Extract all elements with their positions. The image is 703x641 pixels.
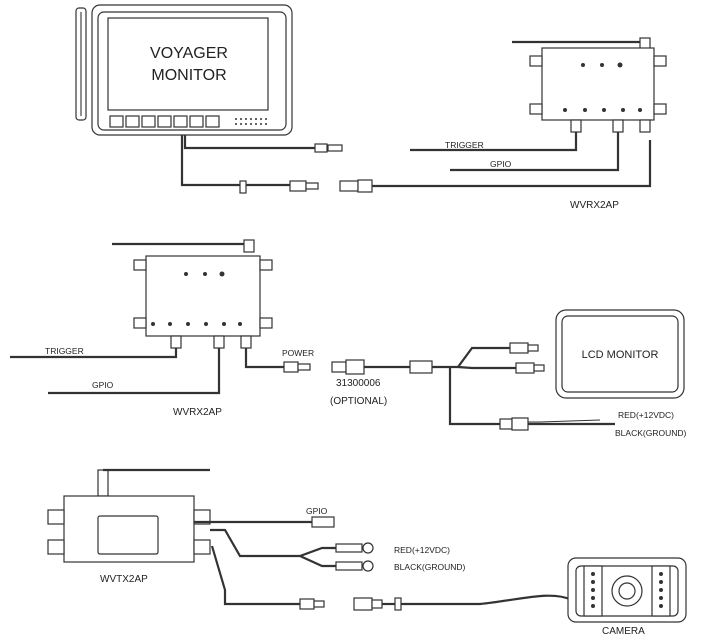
transmitter-label: WVTX2AP: [100, 574, 148, 585]
camera-label: CAMERA: [602, 626, 645, 637]
monitor-screen: [107, 17, 269, 111]
power-connector: [283, 361, 299, 373]
monitor-connector: [314, 143, 328, 153]
camera: [567, 557, 687, 623]
monitor-speaker-grille: [235, 118, 267, 125]
voyager-monitor: VOYAGER MONITOR: [75, 4, 293, 136]
gpio-label-1: GPIO: [490, 159, 512, 169]
lcd-monitor: LCD MONITOR: [555, 309, 685, 399]
black-ground-label-2: BLACK(GROUND): [394, 562, 465, 572]
receiver-1-housing: [541, 47, 655, 121]
transmitter-unit: [47, 468, 211, 563]
optional-adapter-cable: [331, 342, 615, 431]
red-12vdc-label-1: RED(+12VDC): [618, 410, 674, 420]
power-label: POWER: [282, 348, 314, 358]
optional-label: (OPTIONAL): [330, 396, 387, 407]
receiver-1-wires: [410, 132, 620, 172]
transmitter-panel: [97, 515, 159, 555]
red-12vdc-label-2: RED(+12VDC): [394, 545, 450, 555]
trigger-label-1: TRIGGER: [445, 140, 484, 150]
monitor-title-line2: MONITOR: [151, 67, 226, 84]
monitor-title-line1: VOYAGER: [150, 45, 228, 62]
receiver-2-wires: [10, 348, 311, 395]
monitor-cables: [180, 135, 652, 194]
receiver-2-housing: [145, 255, 261, 337]
trigger-label-2: TRIGGER: [45, 346, 84, 356]
black-ground-label-1: BLACK(GROUND): [615, 428, 686, 438]
camera-input-connector: [289, 180, 307, 192]
gpio-label-2: GPIO: [92, 380, 114, 390]
receiver-2-label: WVRX2AP: [173, 407, 222, 418]
receiver-unit-1: [512, 37, 667, 133]
transmitter-wires: [194, 516, 573, 611]
part-number-label: 31300006: [336, 378, 381, 389]
gpio-label-3: GPIO: [306, 506, 328, 516]
lcd-monitor-label: LCD MONITOR: [582, 349, 659, 361]
receiver-1-label: WVRX2AP: [570, 200, 619, 211]
receiver-unit-2: [112, 239, 273, 349]
monitor-buttons: [109, 115, 220, 128]
receiver-video-connector: [339, 180, 359, 192]
